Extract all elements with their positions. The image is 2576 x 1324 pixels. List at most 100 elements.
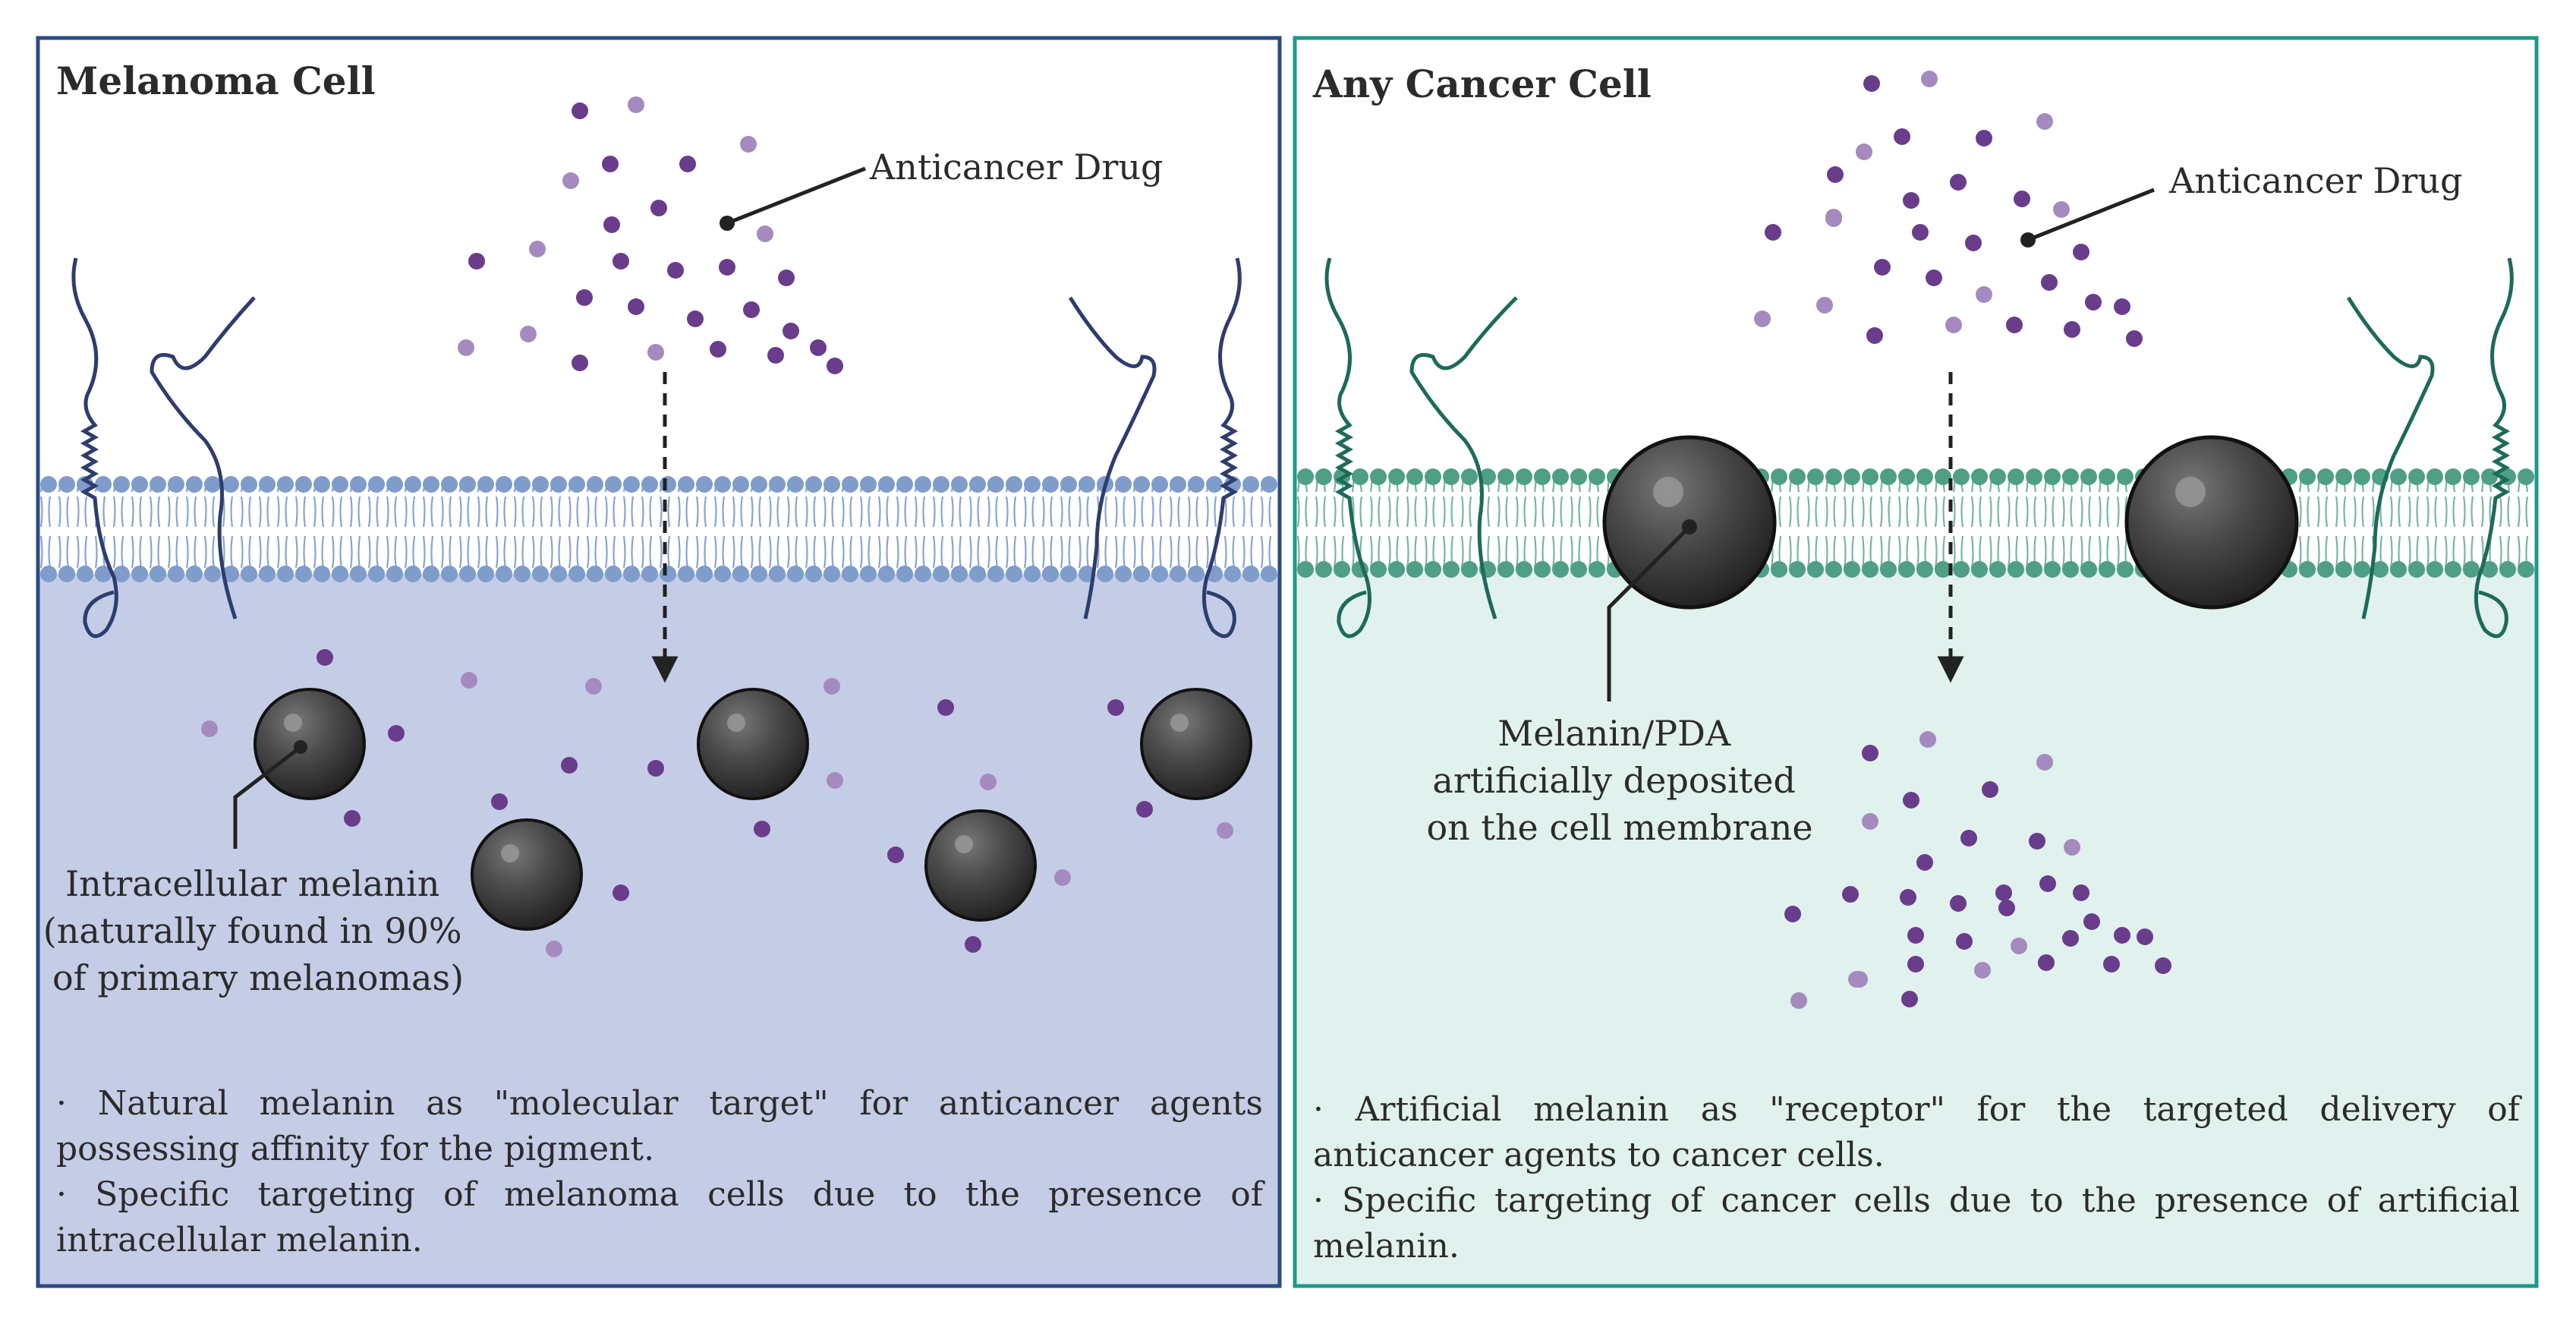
lipid-head bbox=[2117, 561, 2134, 578]
lipid-head bbox=[2317, 468, 2334, 485]
left-panel-bullets: · Natural melanin as "molecular target" … bbox=[56, 1081, 1263, 1263]
left-intracellular-drug-particles bbox=[201, 649, 1233, 957]
drug-particle-dot bbox=[344, 810, 361, 827]
lipid-head bbox=[1953, 561, 1970, 578]
drug-particle-dot bbox=[2036, 113, 2053, 130]
left-melanin-spheres bbox=[254, 688, 1252, 931]
drug-particle-dot bbox=[2073, 884, 2089, 901]
lipid-head bbox=[805, 476, 822, 493]
lipid-head bbox=[933, 566, 949, 582]
drug-particle-dot bbox=[2011, 938, 2027, 954]
drug-particle-dot bbox=[1956, 933, 1973, 950]
lipid-head bbox=[1388, 468, 1405, 485]
lipid-head bbox=[2317, 561, 2334, 578]
drug-particle-dot bbox=[603, 216, 620, 233]
lipid-head bbox=[751, 566, 767, 582]
lipid-head bbox=[660, 566, 676, 582]
melanin-sphere bbox=[254, 688, 366, 800]
lipid-head bbox=[2117, 468, 2134, 485]
lipid-head bbox=[1898, 561, 1915, 578]
drug-particle-dot bbox=[2041, 274, 2058, 291]
drug-particle-dot bbox=[2062, 930, 2079, 947]
drug-particle-dot bbox=[1900, 889, 1916, 906]
lipid-head bbox=[350, 566, 367, 582]
lipid-head bbox=[2426, 468, 2443, 485]
drug-particle-dot bbox=[2114, 298, 2130, 315]
drug-particle-dot bbox=[2064, 839, 2080, 856]
drug-particle-dot bbox=[2006, 317, 2023, 333]
lipid-head bbox=[915, 566, 931, 582]
right-melanin-label-leader bbox=[1607, 525, 1691, 701]
lipid-head bbox=[222, 476, 239, 493]
lipid-head bbox=[514, 566, 531, 582]
drug-particle-dot bbox=[1926, 270, 1942, 286]
lipid-head bbox=[714, 476, 731, 493]
lipid-head bbox=[1461, 561, 1478, 578]
lipid-head bbox=[204, 566, 221, 582]
lipid-head bbox=[1206, 476, 1223, 493]
lipid-head bbox=[423, 566, 439, 582]
lipid-head bbox=[277, 476, 294, 493]
drug-particle-dot bbox=[2038, 954, 2055, 971]
drug-particle-dot bbox=[710, 341, 726, 358]
drug-particle-dot bbox=[546, 941, 562, 957]
lipid-head bbox=[2008, 561, 2024, 578]
drug-particle-dot bbox=[316, 649, 333, 666]
lipid-head bbox=[1151, 476, 1168, 493]
lipid-head bbox=[295, 566, 312, 582]
drug-particle-dot bbox=[585, 678, 602, 695]
right-panel-bullets: · Artificial melanin as "receptor" for t… bbox=[1313, 1087, 2520, 1269]
lipid-head bbox=[1589, 561, 1605, 578]
drug-particle-dot bbox=[2014, 191, 2030, 207]
lipid-head bbox=[1552, 561, 1569, 578]
drug-particle-dot bbox=[2083, 913, 2100, 930]
lipid-head bbox=[987, 566, 1004, 582]
drug-particle-dot bbox=[201, 720, 218, 737]
lipid-head bbox=[168, 566, 184, 582]
melanin-sphere bbox=[2124, 435, 2299, 610]
lipid-head bbox=[186, 566, 203, 582]
lipid-head bbox=[477, 476, 494, 493]
lipid-head bbox=[58, 566, 75, 582]
left-lipid-bilayer bbox=[39, 476, 1278, 582]
drug-particle-dot bbox=[647, 760, 664, 777]
lipid-head bbox=[2390, 468, 2407, 485]
drug-particle-dot bbox=[1863, 75, 1880, 92]
right-bullet-2: · Specific targeting of cancer cells due… bbox=[1313, 1181, 2520, 1266]
drug-particle-dot bbox=[1982, 781, 1998, 798]
lipid-head bbox=[295, 476, 312, 493]
lipid-head bbox=[896, 476, 913, 493]
lipid-head bbox=[2354, 561, 2370, 578]
lipid-head bbox=[1261, 566, 1277, 582]
lipid-head bbox=[2408, 561, 2425, 578]
lipid-head bbox=[1971, 561, 1988, 578]
lipid-head bbox=[2445, 561, 2461, 578]
drug-particle-dot bbox=[754, 821, 770, 837]
lipid-head bbox=[568, 566, 585, 582]
lipid-head bbox=[313, 566, 330, 582]
lipid-head bbox=[131, 566, 148, 582]
lipid-head bbox=[1479, 468, 1496, 485]
lipid-head bbox=[568, 476, 585, 493]
left-drug-label: Anticancer Drug bbox=[869, 147, 1163, 188]
drug-particle-dot bbox=[2073, 244, 2089, 260]
drug-particle-dot bbox=[628, 298, 644, 315]
lipid-head bbox=[1844, 561, 1860, 578]
drug-particle-dot bbox=[1912, 224, 1929, 241]
lipid-head bbox=[441, 476, 458, 493]
lipid-head bbox=[241, 566, 257, 582]
drug-particle-dot bbox=[937, 699, 954, 716]
lipid-head bbox=[1042, 476, 1059, 493]
drug-particle-dot bbox=[2053, 201, 2070, 218]
lipid-head bbox=[95, 566, 112, 582]
drug-particle-dot bbox=[562, 172, 579, 189]
lipid-head bbox=[1297, 561, 1314, 578]
lipid-head bbox=[1461, 468, 1478, 485]
lipid-head bbox=[878, 566, 895, 582]
lipid-head bbox=[368, 476, 385, 493]
lipid-head bbox=[241, 476, 257, 493]
left-melanin-label-leader bbox=[233, 746, 302, 849]
lipid-head bbox=[1133, 476, 1150, 493]
drug-particle-dot bbox=[1054, 869, 1071, 886]
drug-particle-dot bbox=[468, 253, 485, 270]
